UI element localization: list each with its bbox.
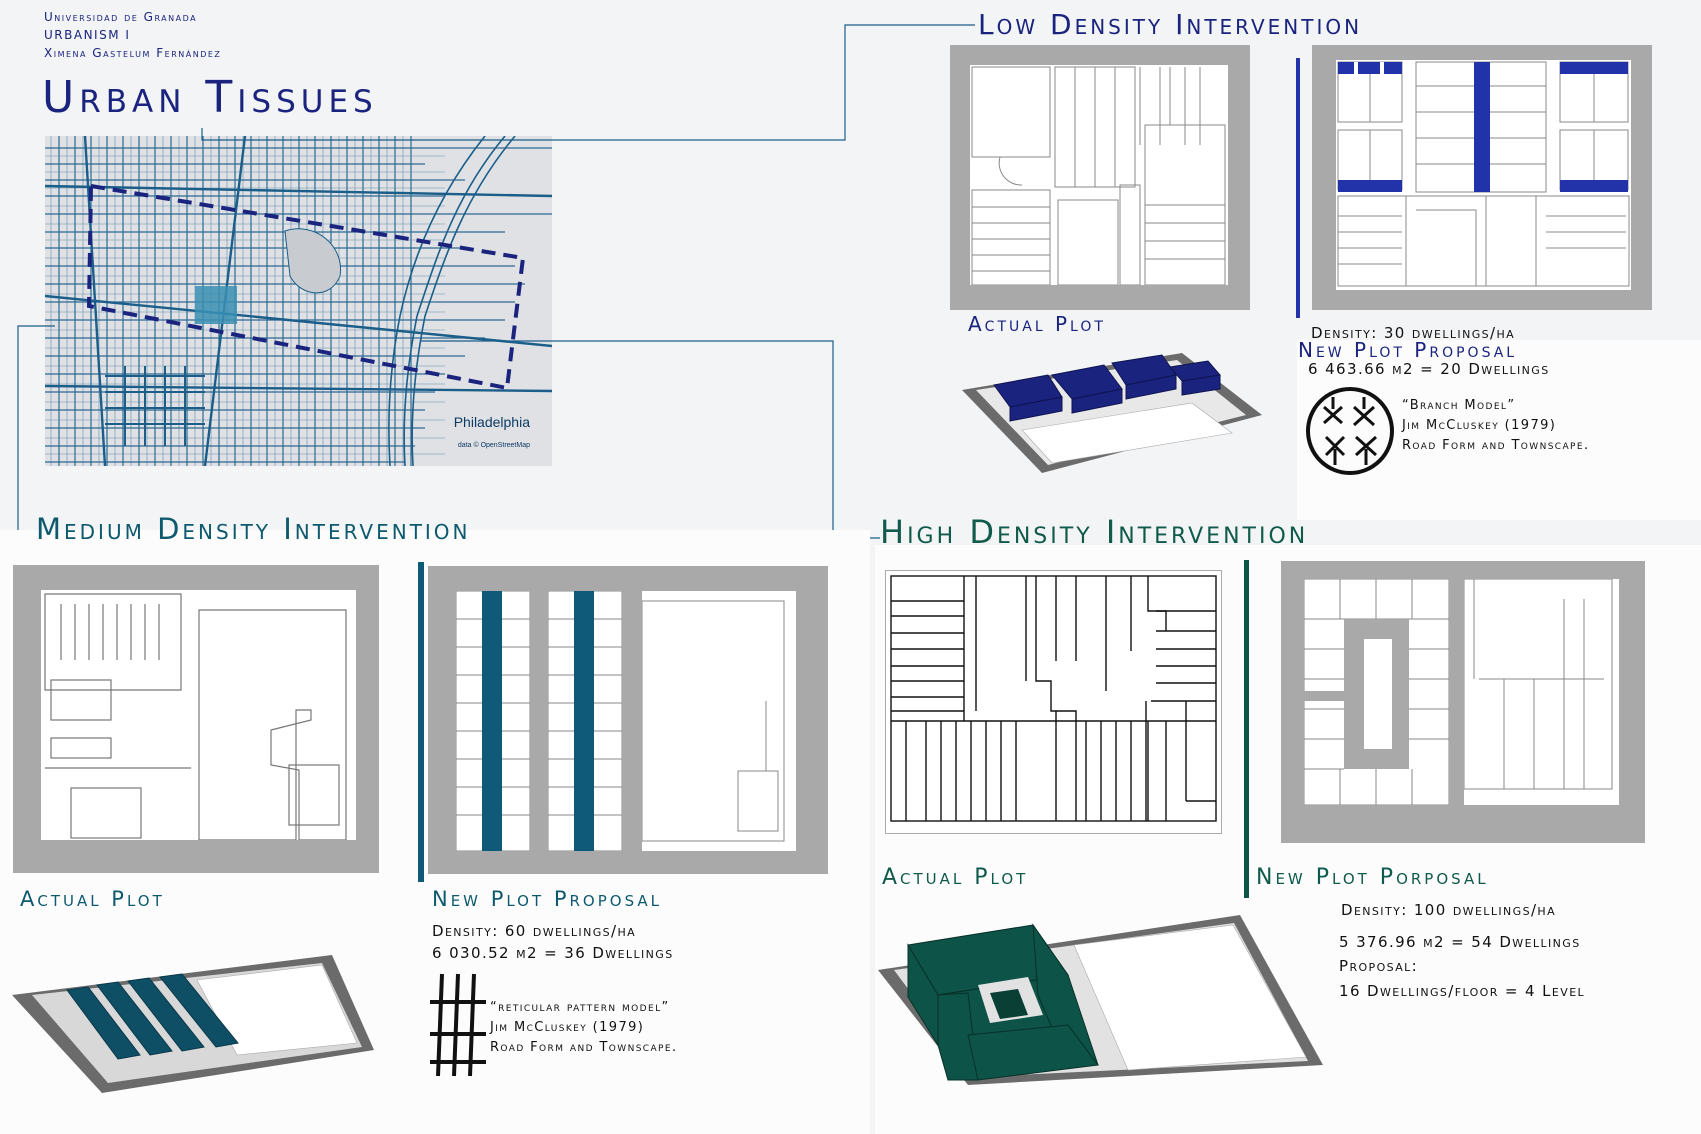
medium-divider: [418, 562, 424, 882]
high-divider: [1244, 560, 1249, 898]
low-divider: [1296, 58, 1300, 318]
low-model-book: Road Form and Townscape.: [1402, 438, 1590, 453]
high-proposal-detail: 16 Dwellings/floor = 4 Level: [1339, 982, 1586, 1000]
high-area-value: 5 376.96 m2 = 54 Dwellings: [1339, 933, 1581, 951]
medium-model-book: Road Form and Townscape.: [490, 1040, 678, 1055]
low-proposal-panel: [1297, 340, 1701, 520]
low-density-title: Low Density Intervention: [978, 8, 1363, 41]
medium-actual-label: Actual Plot: [20, 887, 165, 911]
university-label: Universidad de Granada: [44, 10, 198, 24]
author-label: Ximena Gastelum Fernández: [44, 46, 222, 60]
medium-density-value: Density: 60 dwellings/ha: [432, 922, 637, 940]
high-axonometric: [878, 915, 1323, 1085]
low-model-author: Jim McCluskey (1979): [1402, 418, 1557, 433]
low-density-value: Density: 30 dwellings/ha: [1311, 324, 1516, 342]
page-title: Urban Tissues: [42, 72, 378, 123]
low-proposal-plot: [1312, 45, 1652, 310]
map-credit: data © OpenStreetMap: [457, 442, 530, 449]
medium-model-name: “reticular pattern model”: [490, 1000, 670, 1015]
medium-axonometric: [12, 955, 374, 1093]
low-proposal-label: New Plot Proposal: [1298, 338, 1518, 362]
low-area-value: 6 463.66 m2 = 20 Dwellings: [1308, 360, 1550, 378]
high-proposal-heading: Proposal:: [1339, 957, 1419, 975]
selected-block: [195, 286, 237, 324]
high-density-value: Density: 100 dwellings/ha: [1341, 901, 1556, 919]
high-actual-plot: [885, 570, 1222, 834]
low-actual-plot: [950, 45, 1250, 310]
course-label: URBANISM I: [44, 28, 131, 42]
reticular-pattern-icon: [430, 973, 486, 1077]
street-network: [45, 136, 552, 466]
medium-actual-plot: [13, 565, 379, 873]
medium-area-value: 6 030.52 m2 = 36 Dwellings: [432, 944, 674, 962]
high-actual-label: Actual Plot: [882, 865, 1029, 890]
high-density-title: High Density Intervention: [880, 513, 1309, 551]
map-city-label: Philadelphia: [453, 414, 530, 430]
city-map: Philadelphia data © OpenStreetMap: [45, 136, 552, 466]
medium-proposal-label: New Plot Proposal: [432, 887, 662, 911]
low-actual-label: Actual Plot: [968, 312, 1106, 336]
medium-proposal-plot: [428, 566, 828, 874]
study-area-outline: [86, 183, 526, 391]
low-axonometric: [962, 353, 1262, 473]
medium-model-author: Jim McCluskey (1979): [490, 1020, 645, 1035]
high-proposal-label: New Plot Porposal: [1256, 865, 1489, 890]
medium-density-title: Medium Density Intervention: [36, 512, 471, 546]
low-model-name: “Branch Model”: [1402, 398, 1516, 413]
branch-model-icon: [1306, 387, 1394, 475]
high-proposal-plot: [1281, 561, 1645, 843]
